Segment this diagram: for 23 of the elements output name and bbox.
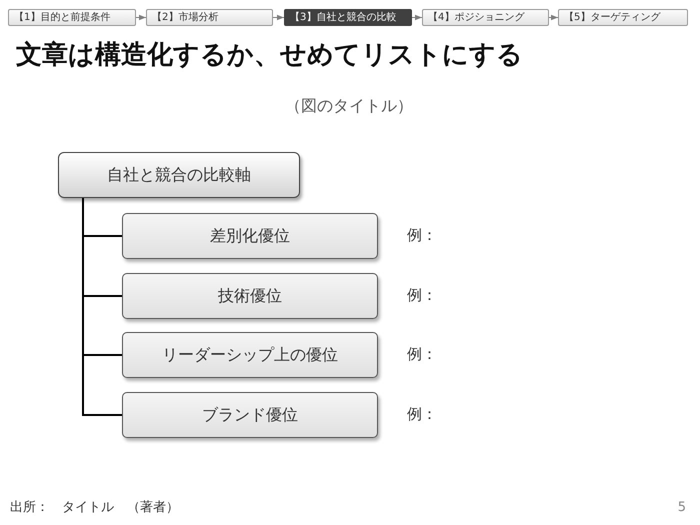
arrow bbox=[412, 14, 422, 20]
example-label: 例： bbox=[407, 345, 437, 363]
arrow bbox=[272, 14, 284, 20]
example-label: 例： bbox=[407, 405, 437, 423]
breadcrumb-step: 【3】自社と競合の比較 bbox=[284, 9, 412, 26]
category-box: 自社と競合の比較軸 bbox=[58, 152, 300, 198]
figure-title: （図のタイトル） bbox=[285, 96, 413, 116]
item-box: 差別化優位 bbox=[122, 213, 378, 259]
breadcrumb-step: 【5】ターゲティング bbox=[558, 9, 688, 26]
breadcrumb-step: 【4】ポジショニング bbox=[422, 9, 549, 26]
example-label: 例： bbox=[407, 226, 437, 244]
item-box: ブランド優位 bbox=[122, 392, 378, 438]
arrow bbox=[136, 14, 146, 20]
item-box: 技術優位 bbox=[122, 273, 378, 319]
example-label: 例： bbox=[407, 286, 437, 304]
page-number: 5 bbox=[678, 500, 686, 516]
slide-title: 文章は構造化するか、せめてリストにする bbox=[16, 40, 523, 72]
breadcrumb-step: 【2】市場分析 bbox=[146, 9, 273, 26]
item-box: リーダーシップ上の優位 bbox=[122, 332, 378, 378]
arrow bbox=[548, 14, 558, 20]
breadcrumb-step: 【1】目的と前提条件 bbox=[8, 9, 136, 26]
connector-line bbox=[82, 198, 122, 416]
source-note: 出所： タイトル （著者） bbox=[10, 500, 179, 516]
